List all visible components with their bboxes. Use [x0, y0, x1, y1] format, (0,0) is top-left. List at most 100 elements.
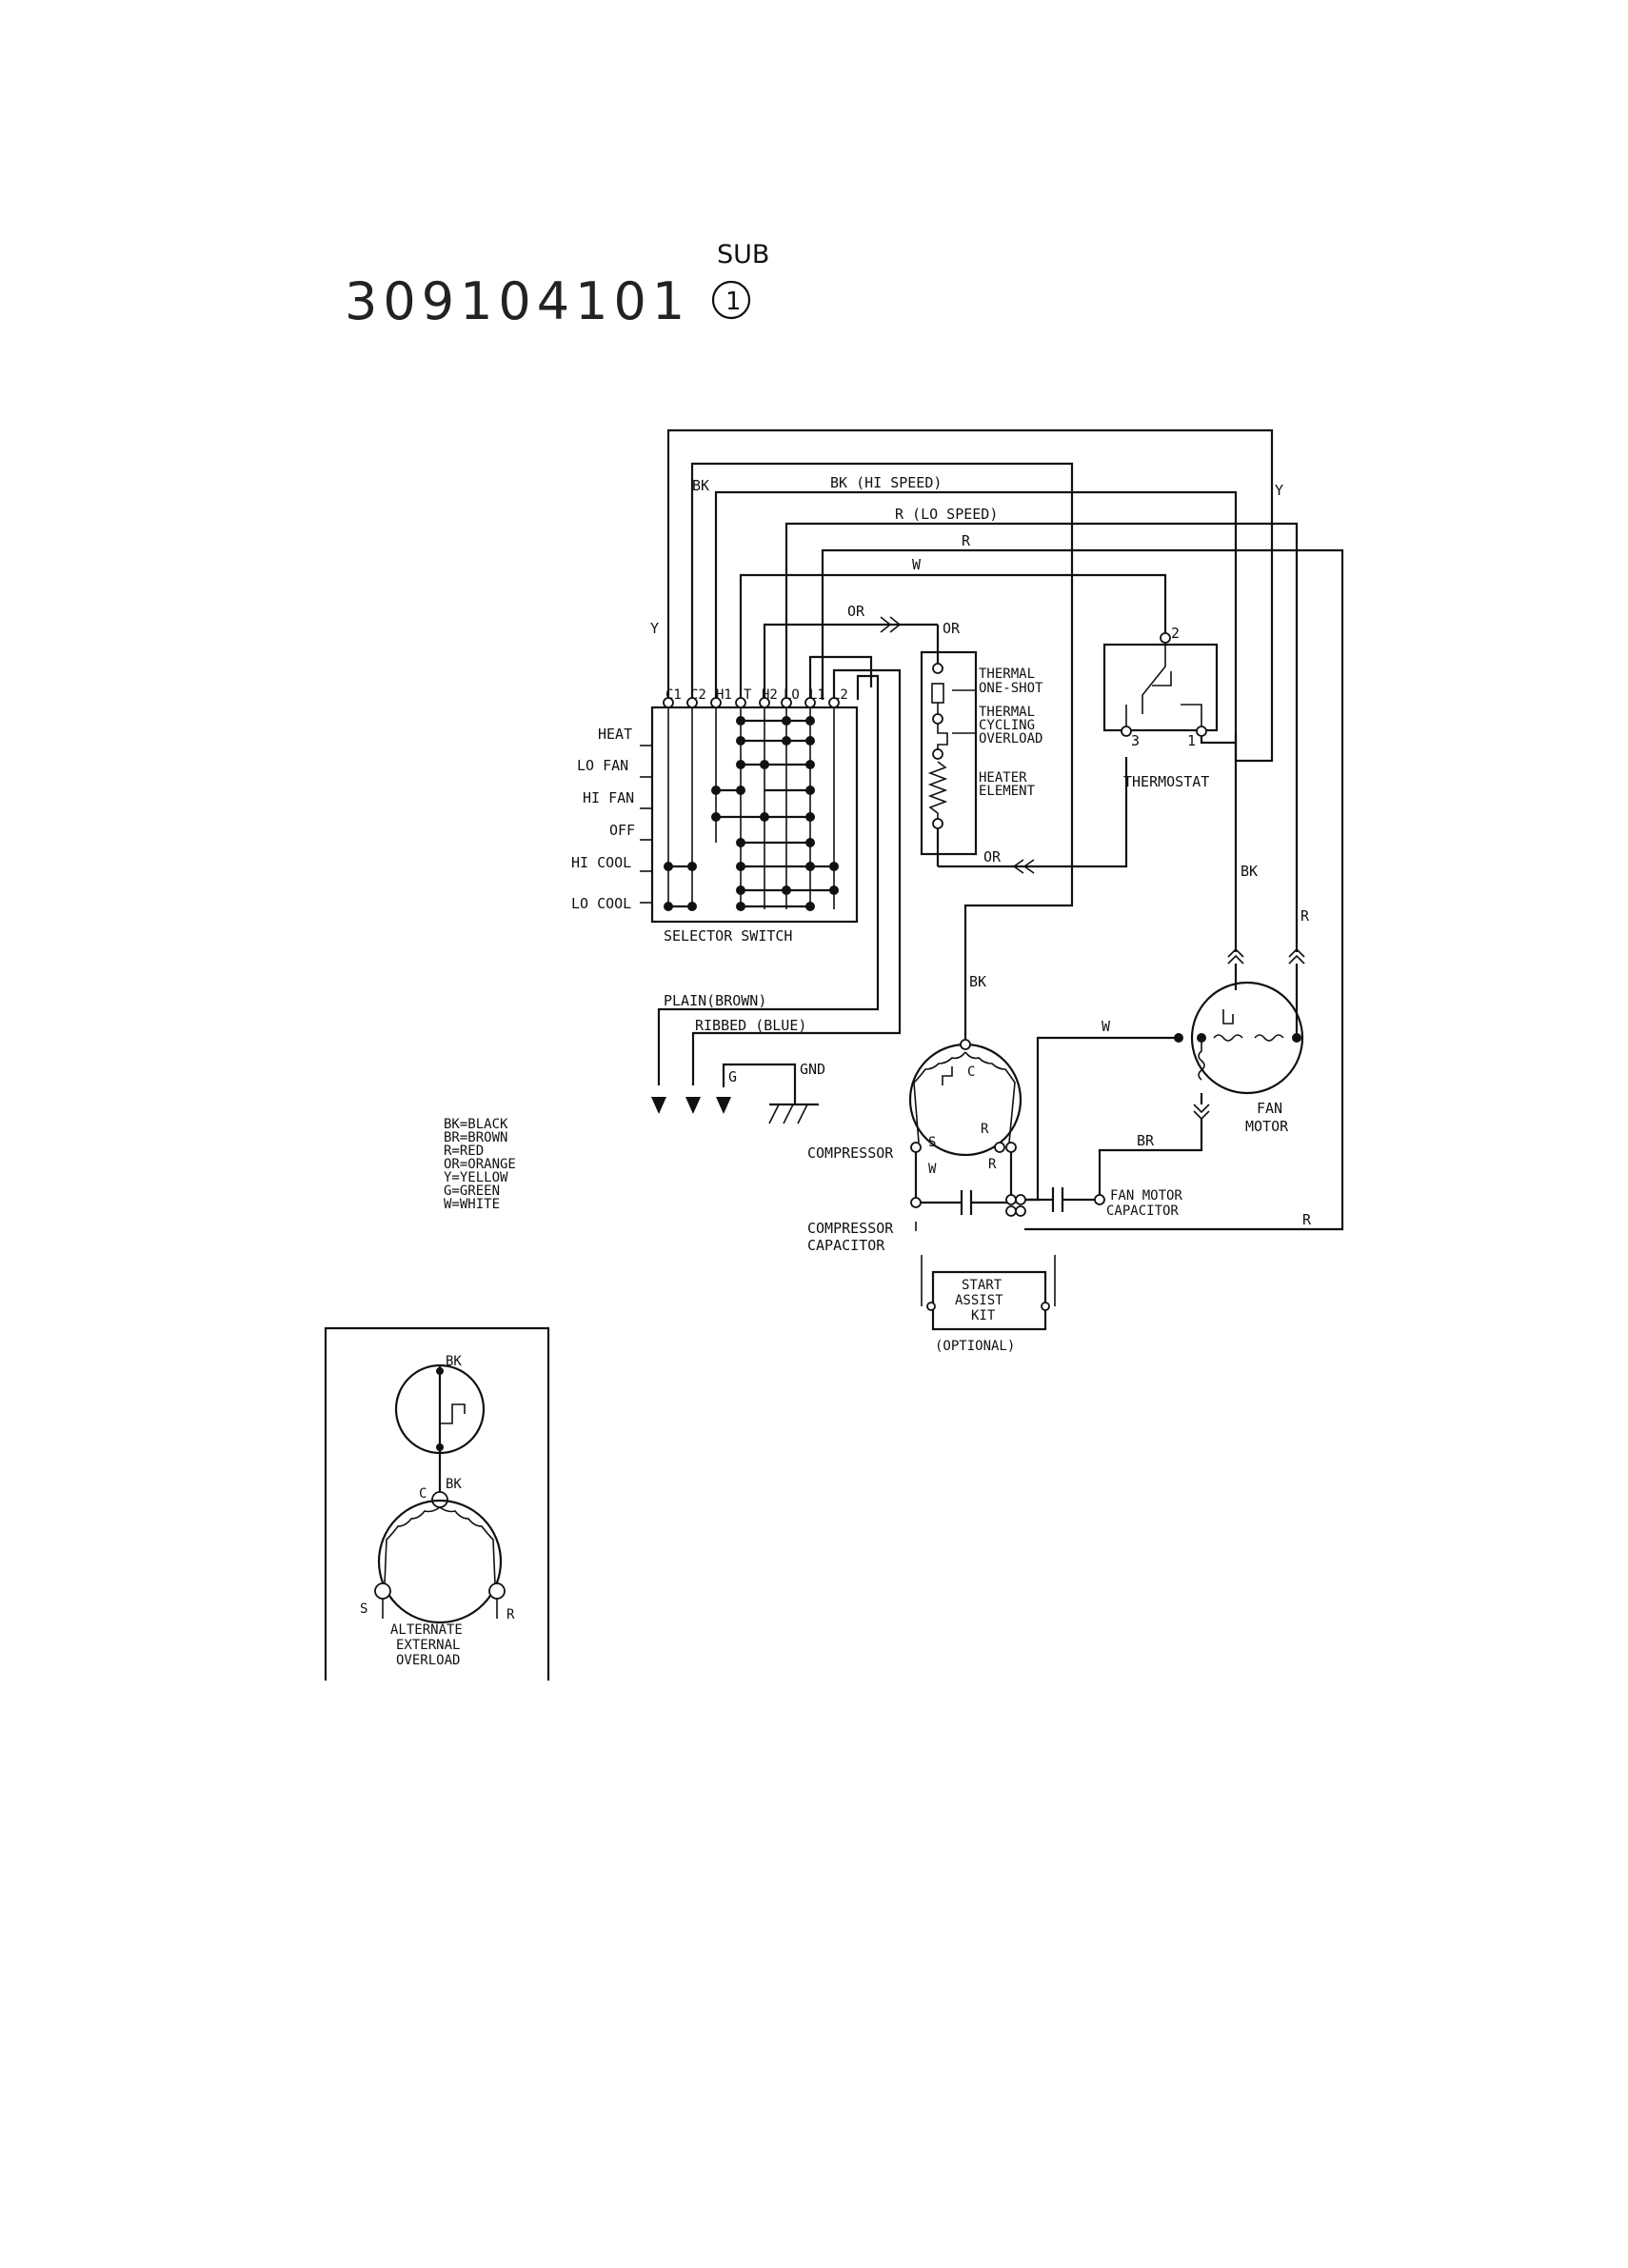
switch-terminal-h2: H2 [762, 687, 778, 703]
label-one-shot: ONE-SHOT [979, 681, 1043, 696]
kit-label: KIT [971, 1308, 996, 1323]
thermostat-label: THERMOSTAT [1123, 773, 1209, 790]
or-arrow-1 [880, 616, 892, 633]
fan-motor-capacitor [1024, 1187, 1105, 1212]
label-or-heater: OR [943, 620, 961, 637]
label-w-fan: W [1102, 1018, 1111, 1035]
switch-terminal-l1: L1 [809, 687, 825, 703]
inset-bk-mid: BK [446, 1477, 462, 1492]
label-r-fan: R [1300, 907, 1310, 925]
label-w-top: W [912, 556, 922, 573]
compressor [908, 1039, 1022, 1200]
label-w-compressor: W [928, 1162, 937, 1177]
legend-g: G=GREEN [444, 1184, 500, 1199]
legend-r: R=RED [444, 1144, 484, 1159]
label-overload: OVERLOAD [979, 731, 1042, 746]
label-thermal-2: THERMAL [979, 705, 1035, 720]
inset-s: S [360, 1602, 367, 1617]
compressor-label: COMPRESSOR [807, 1144, 894, 1162]
switch-terminal-l2: L2 [832, 687, 848, 703]
switch-pos-hi-fan: HI FAN [583, 789, 634, 806]
inset-bk-top: BK [446, 1354, 462, 1369]
heater-assembly [920, 625, 1128, 868]
start-label: START [962, 1278, 1003, 1293]
switch-pos-lo-fan: LO FAN [577, 757, 628, 774]
assist-label: ASSIST [955, 1293, 1003, 1308]
wire-ribbed [691, 668, 902, 1085]
label-y-right: Y [1275, 482, 1283, 499]
inset-external: EXTERNAL [396, 1638, 460, 1653]
label-cycling: CYCLING [979, 718, 1035, 733]
inset-r: R [506, 1607, 515, 1622]
switch-pos-lo-cool: LO COOL [571, 895, 631, 912]
thermostat-terminal-3: 3 [1131, 732, 1140, 749]
label-br: BR [1137, 1132, 1155, 1149]
or-arrow-2 [889, 616, 902, 633]
harness-wires [657, 428, 1344, 1231]
gnd-label: GND [800, 1061, 825, 1078]
label-element: ELEMENT [979, 784, 1036, 799]
label-or-bottom: OR [983, 848, 1002, 865]
inset-alternate: ALTERNATE [390, 1622, 463, 1638]
start-assist-kit [921, 1255, 1056, 1331]
selector-switch [640, 697, 859, 924]
selector-switch-label: SELECTOR SWITCH [664, 927, 792, 945]
thermostat-terminal-1: 1 [1187, 732, 1196, 749]
switch-terminal-lo: LO [784, 687, 800, 703]
compressor-terminal-r: R [981, 1122, 989, 1137]
thermostat [1102, 632, 1236, 745]
inset-overload: OVERLOAD [396, 1653, 460, 1668]
wire-plain [657, 674, 880, 1085]
ribbed-blue-label: RIBBED (BLUE) [695, 1017, 806, 1034]
label-bk-compressor: BK [969, 973, 986, 990]
or-arrow-3 [1012, 859, 1024, 874]
label-or-top: OR [847, 603, 865, 620]
legend-br: BR=BROWN [444, 1130, 507, 1145]
inset-c: C [419, 1486, 427, 1502]
fan-connector-r [1288, 947, 1305, 958]
label-bk-fan: BK [1241, 863, 1258, 880]
label-bk: BK [692, 477, 709, 494]
fan-motor [1024, 981, 1304, 1202]
wire-w [739, 573, 1167, 700]
wire-t [808, 655, 873, 700]
comp-cap-label-2: CAPACITOR [807, 1237, 885, 1254]
power-cord [651, 1063, 819, 1124]
compressor-capacitor [910, 1190, 1026, 1231]
label-bk-hi: BK (HI SPEED) [830, 474, 942, 491]
fan-cap-label-2: CAPACITOR [1106, 1204, 1179, 1219]
plain-brown-label: PLAIN(BROWN) [664, 992, 766, 1009]
compressor-terminal-s: S [928, 1135, 936, 1150]
wire-or-top [763, 623, 938, 700]
fan-connector-bk [1227, 947, 1244, 958]
label-r-lo: R (LO SPEED) [895, 506, 998, 523]
wire-r-lo [784, 522, 1299, 952]
wire-bk-hi [714, 490, 1238, 952]
comp-cap-label-1: COMPRESSOR [807, 1220, 894, 1237]
switch-terminal-c2: C2 [690, 687, 706, 703]
sub-circle [711, 280, 751, 320]
color-legend: BK=BLACK BR=BROWN R=RED OR=ORANGE Y=YELL… [444, 1117, 516, 1212]
wire-y [666, 428, 1274, 763]
switch-pos-hi-cool: HI COOL [571, 854, 631, 871]
sub-number: 1 [725, 288, 742, 316]
legend-w: W=WHITE [444, 1197, 500, 1212]
optional-label: (OPTIONAL) [935, 1339, 1015, 1354]
fan-label: FAN [1257, 1100, 1282, 1117]
compressor-terminal-c: C [967, 1064, 975, 1080]
legend-bk: BK=BLACK [444, 1117, 508, 1132]
alternate-overload-inset [324, 1326, 550, 1681]
label-heater: HEATER [979, 770, 1027, 786]
motor-label: MOTOR [1245, 1118, 1289, 1135]
switch-terminal-t: T [744, 687, 752, 703]
wire-r [821, 548, 1344, 1231]
part-number: 309104101 [345, 271, 690, 331]
switch-pos-off: OFF [609, 822, 635, 839]
label-r-top: R [962, 532, 971, 549]
switch-pos-heat: HEAT [598, 726, 632, 743]
legend-y: Y=YELLOW [444, 1170, 508, 1185]
thermostat-terminal-2: 2 [1171, 625, 1180, 642]
legend-or: OR=ORANGE [444, 1157, 516, 1172]
sub-label: SUB [717, 240, 769, 269]
